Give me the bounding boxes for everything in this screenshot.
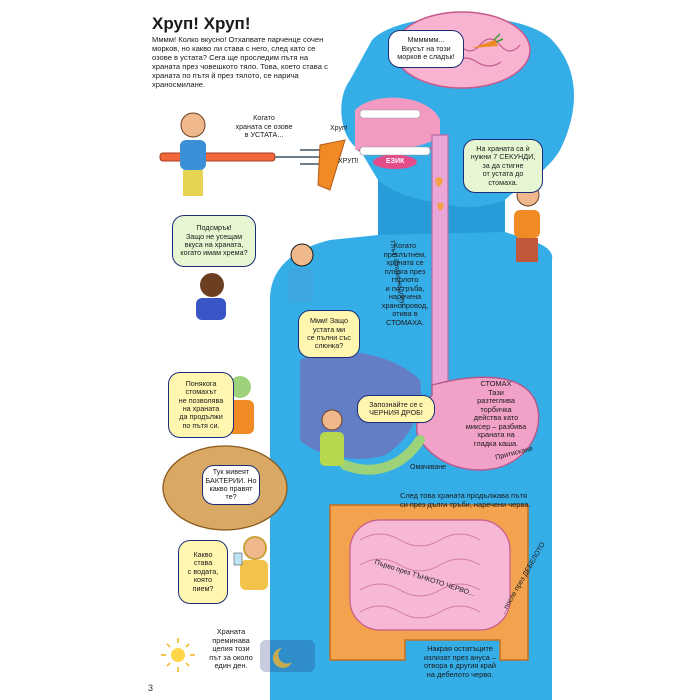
tongue xyxy=(373,155,417,169)
hunger-bubble: Ммм! Защо устата ми се пълни със слюнка? xyxy=(298,310,360,358)
esophagus-caption: Когато преглътнем, храната се плъзга пре… xyxy=(381,241,429,327)
small-intestine-coils xyxy=(359,533,481,619)
liver-bubble: Запознайте се с ЧЕРНИЯ ДРОБ! xyxy=(357,395,435,423)
sick-boy xyxy=(196,273,226,320)
mouth xyxy=(355,97,441,156)
page-title: Хруп! Хруп! xyxy=(152,14,251,33)
carrot-icon xyxy=(472,33,504,48)
crunch-label-1: Хруп! xyxy=(330,125,348,132)
duodenum xyxy=(340,435,425,475)
mouth-bubble: Когато храната се озове в УСТАТА... xyxy=(235,113,293,140)
brain-bubble: Мммммм... Вкусът на този морков е сладък… xyxy=(388,30,464,68)
intestine-caption: След това храната продължава пътя си пре… xyxy=(400,491,531,509)
boy-with-fork xyxy=(180,112,206,196)
stomach-caption: СТОМАХ Тази разтеглива торбичка действа … xyxy=(465,379,527,448)
stomach xyxy=(415,376,540,471)
moon-icon xyxy=(272,648,292,668)
stomach-limits-bubble: Понякога стомахът не позволява на хранат… xyxy=(168,372,234,438)
girl-eating xyxy=(288,243,314,302)
day-caption: Храната преминава целия този път за окол… xyxy=(209,627,253,671)
night-sky xyxy=(260,640,315,672)
page-number: 3 xyxy=(148,683,154,693)
sun-icon xyxy=(161,638,195,672)
crunch-label-2: ХРУП! xyxy=(338,158,359,165)
anus-caption: Накрая остатъците излизат през ануса – о… xyxy=(423,644,497,679)
intro-text: Мммм! Колко вкусно! Отхапвате парченце с… xyxy=(152,35,328,89)
smell-bubble: Подсмрък! Защо не усещам вкуса на хранат… xyxy=(172,215,256,267)
mix-label: Омачкване xyxy=(410,464,446,471)
tongue-label: ЕЗИК xyxy=(386,158,405,165)
girl-drinking xyxy=(233,536,268,590)
water-bubble: Какво става с водата, която пием? xyxy=(178,540,228,604)
bacteria-bubble: Тук живеят БАКТЕРИИ. Но какво правят те? xyxy=(202,465,260,505)
swallowed-food xyxy=(435,177,444,211)
boy-in-overalls xyxy=(320,409,344,466)
seconds-bubble: На храната са ѝ нужни 7 СЕКУНДИ, за да с… xyxy=(463,139,543,193)
girl-with-stopwatch xyxy=(514,183,540,262)
small-intestine xyxy=(349,519,511,631)
